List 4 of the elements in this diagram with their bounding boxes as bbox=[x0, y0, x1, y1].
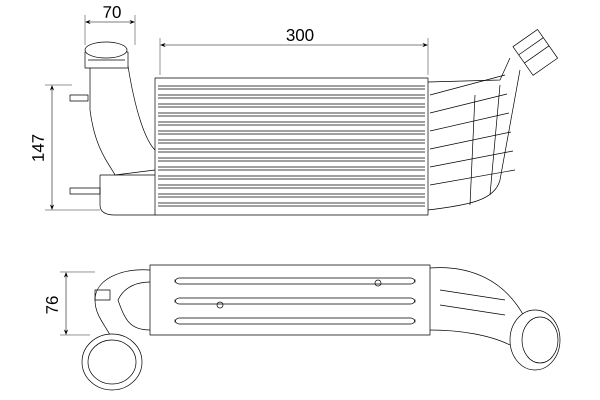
dimension-label: 300 bbox=[286, 29, 314, 41]
dimension-label: 70 bbox=[103, 6, 121, 18]
dimension-label: 76 bbox=[46, 296, 58, 314]
dimension-label: 147 bbox=[32, 134, 44, 161]
